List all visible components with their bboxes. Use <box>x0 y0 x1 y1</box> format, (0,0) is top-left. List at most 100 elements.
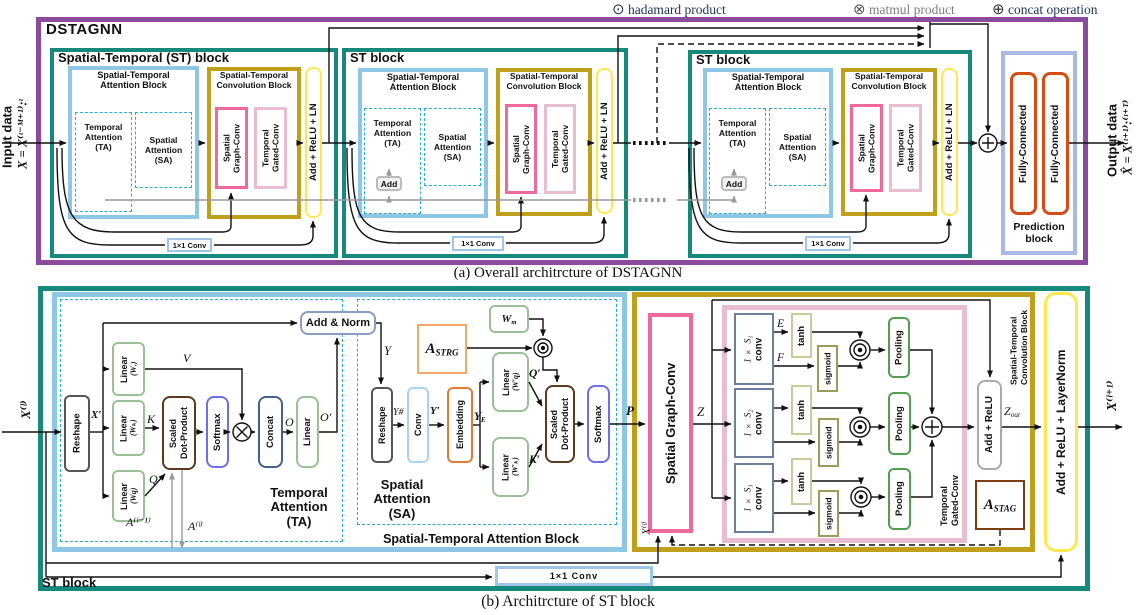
sa-box: Spatial Attention (SA) <box>135 112 192 188</box>
spatial-graph-conv-main-box: Spatial Graph-Conv <box>648 313 693 533</box>
sa-box: Spatial Attention (SA) <box>769 108 826 186</box>
conv-block-title: Spatial-Temporal Convolution Block <box>506 71 582 91</box>
sa-section <box>357 299 617 525</box>
st-block-detail-title: ST block <box>42 575 97 590</box>
astag-base: A <box>983 496 994 513</box>
conv-s3-box: 1 × S₃ conv <box>734 463 774 533</box>
conv-s1-box: 1 × S₁ conv <box>734 313 774 385</box>
reshape-box: Reshape <box>64 395 90 472</box>
spatial-graph-conv-box: Spatial Graph-Conv <box>215 107 248 189</box>
fully-connected-box: Fully-Connected <box>1042 72 1069 215</box>
a-prev-label: A⁽ˡ⁻¹⁾ <box>126 515 151 529</box>
ta-box: Temporal Attention (TA) <box>75 112 132 212</box>
stcb-label: Spatial-Temporal Convolution Block <box>1008 309 1029 385</box>
legend-matmul: ⊗ matmul product <box>853 0 955 19</box>
tanh-box: tanh <box>791 385 812 435</box>
astrg-label: ASTRG <box>425 341 458 358</box>
matmul-icon: ⊗ <box>853 2 866 18</box>
wk2-label: (W′ₖ) <box>510 457 520 477</box>
concat-icon: ⊕ <box>992 2 1005 18</box>
conv-s2-text: conv <box>753 411 765 435</box>
tgc-section-label: Temporal Gated-Conv <box>939 474 960 526</box>
scaled-dot-product-sa-box: Scaled Dot-Product <box>545 385 575 463</box>
y-label: Y <box>384 344 391 358</box>
legend-matmul-label: matmul product <box>868 2 955 17</box>
wk-label: (Wₖ) <box>128 419 138 437</box>
conv-s2-kernel: 1 × S₂ <box>743 409 754 437</box>
tanh-box: tanh <box>791 458 812 505</box>
caption-b: (b) Architrcture of ST block <box>481 593 655 610</box>
attention-block-title: Spatial-Temporal Attention Block <box>386 72 460 93</box>
dstagnn-title: DSTAGNN <box>46 21 123 38</box>
e-label: E <box>777 318 785 330</box>
conv-sa-box: Conv <box>407 387 429 463</box>
tanh-box: tanh <box>791 313 812 358</box>
layer-input-label: X⁽ˡ⁾ <box>18 400 33 420</box>
f-label: F <box>777 352 785 364</box>
softmax-box: Softmax <box>206 396 229 468</box>
sigmoid-box: sigmoid <box>818 418 839 467</box>
input-data-label: Input data X = X⁽ᵗ⁻ᴹ⁺¹⁾:ᵗ <box>0 28 30 246</box>
add-box: Add <box>721 176 747 191</box>
legend-concat: ⊕ concat operation <box>992 0 1098 19</box>
sigmoid-box: sigmoid <box>818 490 839 537</box>
wm-base: W <box>501 312 512 325</box>
z-label: Z <box>697 404 705 419</box>
v-label: V <box>183 351 191 365</box>
sigmoid-box: sigmoid <box>817 345 838 392</box>
conv-s3-text: conv <box>753 486 765 510</box>
fully-connected-box: Fully-Connected <box>1010 72 1037 215</box>
sa-label: Spatial Attention (SA) <box>433 131 472 163</box>
o-prime-label: O′ <box>320 410 332 424</box>
zout-sub: out <box>1010 411 1020 420</box>
temporal-gated-conv-box: Temporal Gated-Conv <box>544 104 576 194</box>
linear-label: Linear <box>118 414 129 442</box>
temporal-gated-conv-box: Temporal Gated-Conv <box>254 107 287 189</box>
ta-label: Temporal Attention (TA) <box>718 118 757 149</box>
legend-concat-label: concat operation <box>1007 2 1098 17</box>
astag-sub: STAG <box>993 503 1017 514</box>
add-relu-ln-box: Add + ReLU + LN <box>596 68 613 214</box>
ta-box: Temporal Attention (TA) <box>364 108 421 214</box>
pooling-box: Pooling <box>888 317 910 378</box>
embedding-box: Embedding <box>447 387 473 463</box>
linear-wv-box: Linear (Wᵥ) <box>112 342 145 396</box>
astag-label: ASTAG <box>984 497 1017 514</box>
wq2-label: (W′q) <box>511 372 520 392</box>
st-block-3-title: ST block <box>696 52 751 67</box>
astrg-sub: STRG <box>435 347 459 358</box>
zout-base: Z <box>1004 404 1011 418</box>
scaled-dot-product-box: Scaled Dot-Product <box>162 396 196 470</box>
sa-box: Spatial Attention (SA) <box>424 108 481 186</box>
attention-block-title: Spatial-Temporal Attention Block <box>97 70 170 91</box>
wm-label: Wm <box>502 313 517 326</box>
add-relu-layernorm-box: Add + ReLU + LayerNorm <box>1044 292 1078 552</box>
conv-block-title: Spatial-Temporal Convolution Block <box>216 70 292 90</box>
linear-wq2-box: Linear (W′q) <box>492 352 529 412</box>
linear-out-box: Linear <box>296 396 319 468</box>
sa-label: Spatial Attention (SA) <box>778 131 817 163</box>
ye-sub: E <box>481 417 486 425</box>
legend-hadamard: ⊙ hadamard product <box>612 0 726 19</box>
input-data-text: Input data <box>0 105 15 169</box>
hadamard-icon: ⊙ <box>612 2 625 18</box>
x-prime-label: X′ <box>91 409 102 421</box>
linear-label: Linear <box>119 482 129 510</box>
add-box: Add <box>376 176 402 191</box>
output-formula: X̂ = X⁽ᵗ⁺¹⁾:⁽ᵗ⁺ᵀ⁾ <box>1120 99 1135 176</box>
ta-label: Temporal Attention (TA) <box>373 118 412 149</box>
x-l-label: X⁽ˡ⁾ <box>640 521 653 535</box>
attention-block-title: Spatial-Temporal Attention Block <box>731 72 805 93</box>
k-prime-label: K′ <box>529 454 540 466</box>
y-hash-label: Y# <box>393 407 404 418</box>
add-relu-ln-box: Add + ReLU + LN <box>305 67 322 218</box>
spatial-graph-conv-box: Spatial Graph-Conv <box>850 104 883 192</box>
wv-label: (Wᵥ) <box>129 361 138 377</box>
ta-section-label: Temporal Attention (TA) <box>270 485 328 529</box>
q-prime-label: Q′ <box>529 368 541 380</box>
wm-box: Wm <box>489 305 529 333</box>
legend-hadamard-label: hadamard product <box>627 2 726 17</box>
conv-s1-text: conv <box>753 337 765 361</box>
output-data-text: Output data <box>1104 104 1120 177</box>
